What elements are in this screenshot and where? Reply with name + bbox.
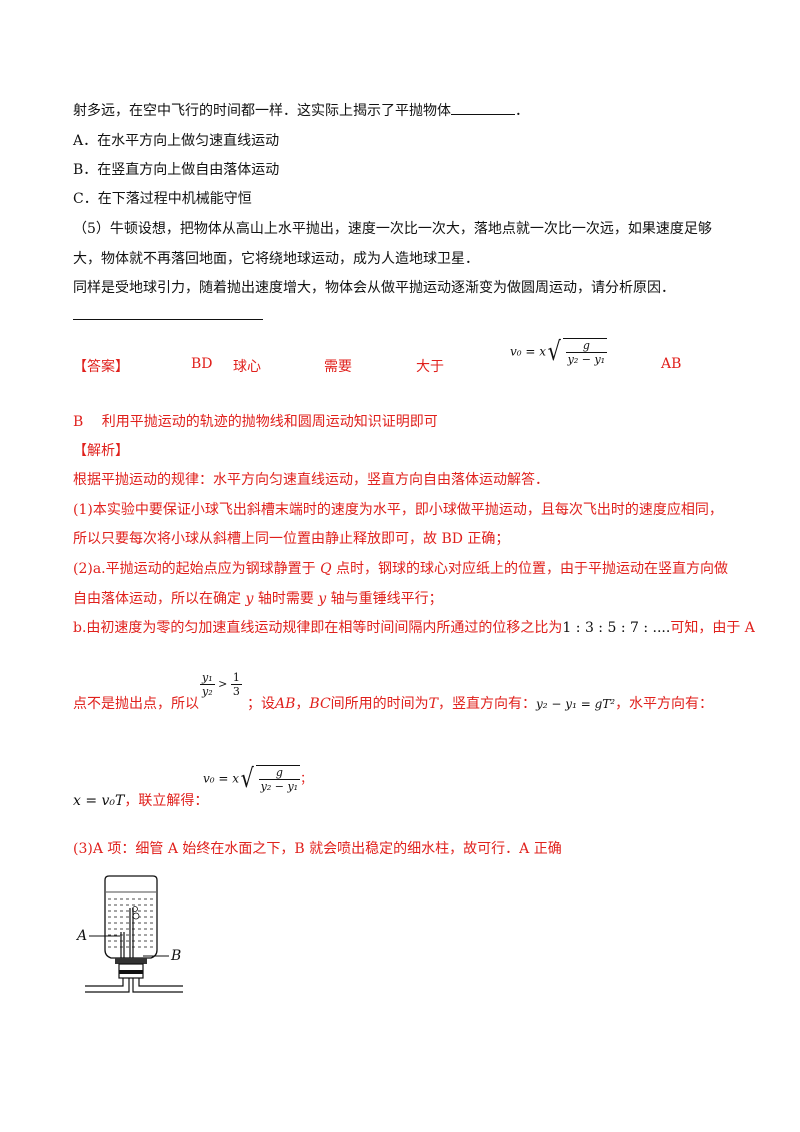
formula-num: g <box>565 339 608 353</box>
answer-item-1: BD <box>191 356 213 372</box>
option-c: C．在下落过程中机械能守恒 <box>73 191 252 207</box>
p3a-text-1: b.由初速度为零的匀加速直线运动规律即在相等时间间隔内所通过的位移之比为 <box>73 620 563 636</box>
p2a-text-2: 点时，钢球的球心对应纸上的位置，由于平抛运动在竖直方向做 <box>336 561 729 577</box>
frac-gt: > <box>214 677 231 691</box>
answer-blank <box>451 100 515 115</box>
frac-y2: y₂ <box>202 685 213 698</box>
analysis-p2a: (2)a.平抛运动的起始点应为钢球静置于 Q 点时，钢球的球心对应纸上的位置，由… <box>73 558 728 578</box>
p2b-y2: y <box>318 591 327 607</box>
label-a: A <box>75 928 87 944</box>
p2b-y1: y <box>245 591 254 607</box>
p3a-text-2: 可知，由于 A <box>670 620 755 636</box>
sqrt-sign: √ <box>547 337 561 367</box>
frac-1: 1 <box>230 671 242 685</box>
bottle-figure: A B <box>75 872 195 1002</box>
analysis-p3b: 点不是抛出点，所以 ；设AB，BC间所用的时间为T，竖直方向有：y₂ − y₁ =… <box>73 693 713 713</box>
label-b: B <box>170 948 181 964</box>
answer-label: 【答案】 <box>73 359 129 375</box>
analysis-p3a: b.由初速度为零的匀加速直线运动规律即在相等时间间隔内所通过的位移之比为1 : … <box>73 617 755 637</box>
p2b-text-2: 轴时需要 <box>257 591 314 607</box>
p4-eq: x = v₀T <box>73 793 125 809</box>
option-b: B．在竖直方向上做自由落体运动 <box>73 162 280 178</box>
p4-v0: v₀ = x <box>203 771 240 786</box>
p3b-t: T <box>428 696 439 712</box>
p4-num: g <box>258 766 301 780</box>
answer-item-4: 大于 <box>416 359 444 375</box>
analysis-p0: 根据平抛运动的规律：水平方向匀速直线运动，竖直方向自由落体运动解答． <box>73 472 549 488</box>
p3b-text-4: 间所用的时间为 <box>330 696 429 712</box>
q5-line-3: 同样是受地球引力，随着抛出速度增大，物体会从做平抛运动逐渐变为做圆周运动，请分析… <box>73 280 675 296</box>
p4-text-2: ； <box>300 771 313 786</box>
q5-line-1: （5）牛顿设想，把物体从高山上水平抛出，速度一次比一次大，落地点就一次比一次远，… <box>73 221 712 237</box>
analysis-p5: (3)A 项：细管 A 始终在水面之下，B 就会喷出稳定的细水柱，故可行．A 正… <box>73 841 562 857</box>
p3b-eq: y₂ − y₁ = gT² <box>536 697 616 711</box>
formula-v0: v₀ = x <box>510 344 547 359</box>
analysis-p1a: (1)本实验中要保证小球飞出斜槽末端时的速度为水平，即小球做平抛运动，且每次飞出… <box>73 502 723 518</box>
answer-line <box>73 319 263 320</box>
frac-y1: y₁ <box>200 671 215 685</box>
p4-text-1: ，联立解得： <box>124 793 209 809</box>
formula-den: y₂ − y₁ <box>567 353 606 366</box>
answer-line-2: B 利用平抛运动的轨迹的抛物线和圆周运动知识证明即可 <box>73 414 438 430</box>
p2a-q: Q <box>320 561 332 577</box>
p3a-ratio: 1 : 3 : 5 : 7 : .... <box>562 620 671 636</box>
p3b-text-2: ；设 <box>247 696 275 712</box>
q5-line-2: 大，物体就不再落回地面，它将绕地球运动，成为人造地球卫星． <box>73 251 479 267</box>
p3b-text-6: ，水平方向有： <box>615 696 714 712</box>
p2b-text-3: 轴与重锤线平行； <box>330 591 443 607</box>
analysis-p4: x = v₀T，联立解得： <box>73 790 208 810</box>
frac-3: 3 <box>232 685 240 698</box>
question-line-1: 射多远，在空中飞行的时间都一样．这实际上揭示了平抛物体 ． <box>73 100 529 120</box>
p3b-ab: AB <box>275 696 296 712</box>
p3b-text-1: 点不是抛出点，所以 <box>73 696 199 712</box>
answer-item-2: 球心 <box>233 359 261 375</box>
p3b-text-3: ， <box>295 696 310 712</box>
analysis-p2b: 自由落体运动，所以在确定 y 轴时需要 y 轴与重锤线平行； <box>73 588 443 608</box>
answer-item-5: AB <box>661 356 682 372</box>
p2a-text-1: (2)a.平抛运动的起始点应为钢球静置于 <box>73 561 316 577</box>
analysis-label: 【解析】 <box>73 443 129 459</box>
analysis-p1b: 所以只要每次将小球从斜槽上同一位置由静止释放即可，故 BD 正确； <box>73 531 510 547</box>
question-line-1-end: ． <box>515 103 529 119</box>
p3b-bc: BC <box>309 696 331 712</box>
option-a: A．在水平方向上做匀速直线运动 <box>73 133 280 149</box>
p2b-text-1: 自由落体运动，所以在确定 <box>73 591 241 607</box>
bottle-diagram: A B <box>75 875 183 993</box>
p4-den: y₂ − y₁ <box>260 780 299 793</box>
sqrt-sign-2: √ <box>240 764 254 794</box>
question-line-1-text: 射多远，在空中飞行的时间都一样．这实际上揭示了平抛物体 <box>73 103 451 119</box>
p3b-text-5: ，竖直方向有： <box>438 696 537 712</box>
answer-item-3: 需要 <box>324 359 352 375</box>
